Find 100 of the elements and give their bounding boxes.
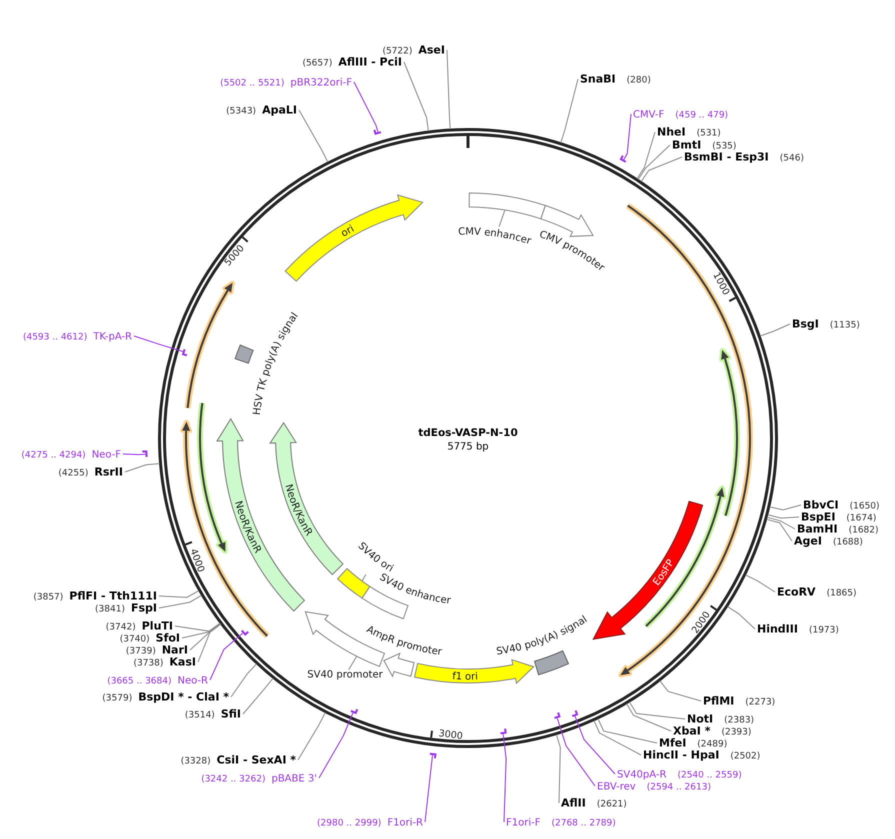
enzyme-site-label: BspEI (1674) <box>799 510 878 524</box>
primer-label: CMV-F (459 .. 479) <box>631 106 730 122</box>
leader-line <box>122 454 146 456</box>
enzyme-site-label: BsgI (1135) <box>790 316 862 332</box>
enzyme-site-label: (3740) SfoI <box>118 630 182 646</box>
plasmid-size: 5775 bp <box>447 442 489 452</box>
leader-line <box>198 624 222 662</box>
enzyme-site-label: (3742) PluTI <box>104 618 175 634</box>
leader-line <box>628 702 686 720</box>
enzyme-site-label: EcoRV (1865) <box>775 584 859 600</box>
enzyme-site-label: (3739) NarI <box>124 642 190 658</box>
primer-binding-mark <box>182 348 188 356</box>
enzyme-site-label: (3579) BspDI * - ClaI * <box>100 690 231 704</box>
primer-binding-mark <box>241 630 249 636</box>
scale-label: 4000 <box>187 547 206 574</box>
enzyme-site-label: HincII - HpaI (2502) <box>641 748 762 762</box>
enzyme-site-label: HindIII (1973) <box>755 622 841 636</box>
enzyme-site-label: (3841) FspI <box>93 600 159 616</box>
primer-label: EBV-rev (2594 .. 2613) <box>595 778 713 794</box>
feature-block <box>337 568 370 599</box>
leader-line <box>745 574 776 592</box>
enzyme-site-label: (3514) SfiI <box>182 706 243 722</box>
primer-binding-mark <box>142 450 148 458</box>
enzyme-site-label: BbvCI (1650) <box>801 498 882 512</box>
primer-label: (5502 .. 5521) pBR322ori-F <box>218 74 354 90</box>
primer-label: (2980 .. 2999) F1ori-R <box>315 814 425 830</box>
leader-line <box>636 132 656 180</box>
leader-line <box>242 678 274 714</box>
leader-line <box>182 623 221 638</box>
enzyme-site-label: NotI (2383) <box>685 712 756 726</box>
leader-line <box>640 156 682 182</box>
leader-line <box>769 504 802 510</box>
leader-line <box>556 718 596 786</box>
plasmid-name: tdEos-VASP-N-10 <box>418 427 518 439</box>
scale-label: 1000 <box>710 270 732 298</box>
enzyme-site-label: (4255) RsrII <box>56 464 125 480</box>
leader-line <box>598 718 658 744</box>
primer-binding-mark <box>350 708 358 714</box>
primer-binding-mark <box>620 155 626 163</box>
enzyme-site-label: (3328) CsiI - SexAI * <box>178 752 298 768</box>
enzyme-site-label: NheI (531) <box>655 124 723 140</box>
leader-line <box>767 514 800 519</box>
enzyme-site-label: SnaBI (280) <box>578 72 653 86</box>
leader-line <box>362 574 366 582</box>
leader-line <box>560 78 578 144</box>
leader-line <box>446 50 451 130</box>
leader-line <box>298 712 326 760</box>
enzyme-site-label: BsmBI - Esp3I (546) <box>682 150 806 164</box>
leader-line <box>727 606 756 630</box>
feature-label: f1 ori <box>452 671 478 683</box>
primer-binding-mark <box>572 710 578 718</box>
enzyme-site-label: (3738) KasI <box>131 654 198 670</box>
leader-line <box>298 110 328 163</box>
leader-line <box>158 594 202 608</box>
enzyme-site-label: (5722) AseI <box>380 42 447 58</box>
primer-label: (3242 .. 3262) pBABE 3' <box>199 770 319 786</box>
leader-line <box>502 733 507 822</box>
leader-line <box>498 209 506 228</box>
enzyme-site-label: AflII (2621) <box>559 796 629 810</box>
scale-label: 3000 <box>438 728 464 742</box>
leader-line <box>190 623 222 650</box>
primer-binding-mark <box>500 728 507 734</box>
enzyme-site-label: (3857) PflFI - Tth111I <box>31 588 159 604</box>
leader-line <box>424 754 433 822</box>
leader-line <box>594 720 642 756</box>
enzyme-site-label: MfeI (2489) <box>657 736 730 750</box>
enzyme-site-label: (5343) ApaLI <box>224 102 299 118</box>
enzyme-site-label: XbaI * (2393) <box>671 724 754 738</box>
leader-line <box>659 680 702 702</box>
leader-line <box>354 82 378 132</box>
enzyme-site-label: (5657) AflIII - PciI <box>300 54 404 70</box>
leader-line <box>626 703 672 732</box>
feature-label: SV40 promoter <box>307 670 383 681</box>
leader-line <box>766 518 792 542</box>
feature-label: ori <box>339 224 356 240</box>
enzyme-site-label: AgeI (1688) <box>792 534 865 548</box>
primer-label: (3665 .. 3684) Neo-R <box>105 672 210 688</box>
feature-label: CMV enhancer <box>458 226 532 248</box>
enzyme-site-label: BamHI (1682) <box>795 522 881 536</box>
leader-line <box>574 716 616 774</box>
leader-line <box>174 622 220 632</box>
primer-label: (4275 .. 4294) Neo-F <box>19 446 123 462</box>
primer-label: SV40pA-R (2540 .. 2559) <box>615 766 744 782</box>
primer-binding-mark <box>430 752 436 758</box>
leader-line <box>556 734 561 804</box>
enzyme-site-label: PflMI (2273) <box>701 694 778 708</box>
leader-line <box>210 632 244 680</box>
primer-label: F1ori-F (2768 .. 2789) <box>504 814 618 830</box>
leader-line <box>318 712 354 778</box>
leader-line <box>348 656 358 670</box>
primer-label: (4593 .. 4612) TK-pA-R <box>20 328 134 344</box>
feature-block <box>468 192 546 220</box>
enzyme-site-label: BmtI (535) <box>670 138 738 152</box>
leader-line <box>230 663 257 698</box>
leader-line <box>638 144 670 180</box>
primer-binding-mark <box>554 712 560 719</box>
leader-line <box>766 516 796 530</box>
leader-line <box>124 463 160 472</box>
leader-line <box>158 590 200 598</box>
leader-line <box>404 62 429 132</box>
